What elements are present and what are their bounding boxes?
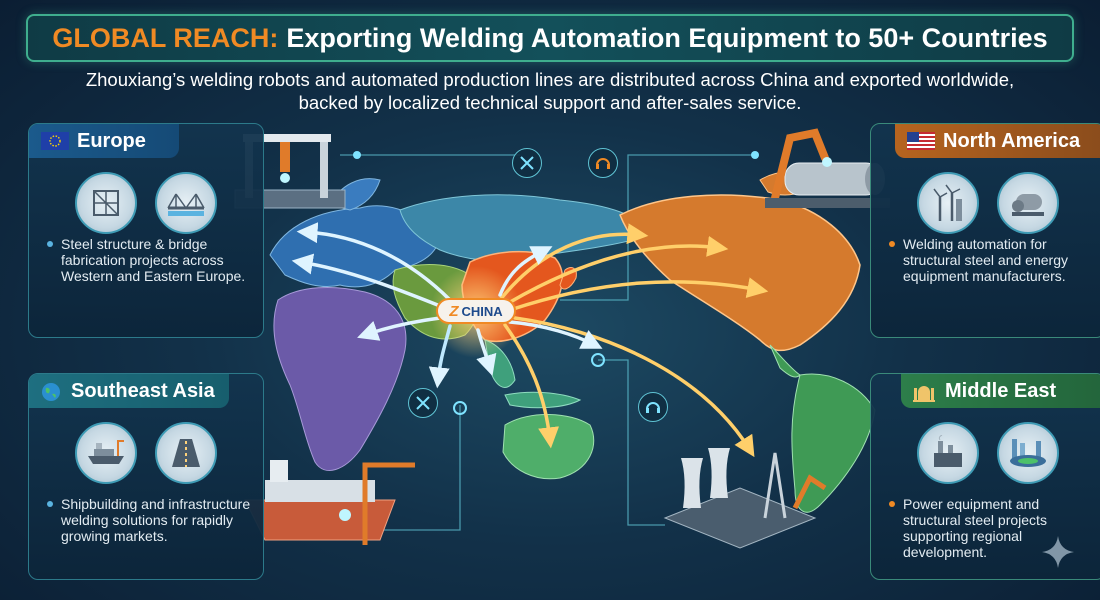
pressure-vessel-icon (997, 172, 1059, 234)
bridge-icon (155, 172, 217, 234)
highway-icon (155, 422, 217, 484)
region-header-southeast-asia: Southeast Asia (29, 374, 229, 408)
russia-landmass (399, 194, 651, 262)
power-plant-icon (917, 422, 979, 484)
region-header-europe: Europe (29, 124, 179, 158)
region-icons-middle-east (871, 422, 1100, 484)
region-text-southeast-asia: Shipbuilding and infrastructure welding … (47, 496, 253, 544)
bullet-dot (47, 501, 53, 507)
region-text-north-america: Welding automation for structural steel … (889, 236, 1095, 284)
region-title-north-america: North America (943, 129, 1081, 152)
region-header-middle-east: Middle East (901, 374, 1100, 408)
region-title-europe: Europe (77, 129, 146, 152)
region-text-europe: Steel structure & bridge fabrication pro… (47, 236, 253, 284)
us-flag-icon (907, 132, 935, 150)
support-headset-icon-2 (638, 392, 668, 422)
power-plant-illustration (663, 448, 827, 549)
bullet-dot (889, 501, 895, 507)
title-banner: GLOBAL REACH: Exporting Welding Automati… (26, 14, 1074, 62)
north-america-landmass (619, 194, 861, 352)
subtitle-line-2: backed by localized technical support an… (298, 92, 802, 113)
subtitle-line-1: Zhouxiang’s welding robots and automated… (85, 69, 1015, 90)
zhouxiang-logo-icon: Z (449, 302, 459, 320)
subtitle: Zhouxiang’s welding robots and automated… (20, 68, 1080, 114)
support-headset-icon (588, 148, 618, 178)
region-icons-southeast-asia (29, 422, 263, 484)
region-panel-europe: Europe Steel structure & bridge fabricat… (28, 123, 264, 338)
bullet-dot (889, 241, 895, 247)
mosque-icon (913, 382, 937, 402)
region-desc-southeast-asia: Shipbuilding and infrastructure welding … (61, 496, 251, 544)
connector-lines (265, 154, 755, 531)
region-title-middle-east: Middle East (945, 379, 1057, 402)
china-hub-label: Z CHINA (436, 298, 516, 324)
shipyard-illustration (244, 460, 415, 545)
region-desc-north-america: Welding automation for structural steel … (903, 236, 1068, 284)
africa-landmass (273, 286, 407, 471)
eu-flag-icon (41, 132, 69, 150)
steel-frame-icon (75, 172, 137, 234)
tools-icon-2 (408, 388, 438, 418)
bullet-dot (47, 241, 53, 247)
region-icons-europe (29, 172, 263, 234)
globe-icon (41, 382, 63, 401)
region-desc-europe: Steel structure & bridge fabrication pro… (61, 236, 246, 284)
export-arrows (291, 222, 769, 458)
title-highlight: GLOBAL REACH: (52, 22, 279, 53)
region-title-southeast-asia: Southeast Asia (71, 379, 215, 402)
china-label-text: CHINA (461, 303, 503, 319)
region-text-middle-east: Power equipment and structural steel pro… (889, 496, 1095, 560)
wind-turbine-icon (917, 172, 979, 234)
tools-icon (512, 148, 542, 178)
sparkle-icon (1042, 536, 1074, 568)
region-header-north-america: North America (895, 124, 1100, 158)
region-panel-north-america: North America Welding automation for str… (870, 123, 1100, 338)
region-icons-north-america (871, 172, 1100, 234)
ship-icon (75, 422, 137, 484)
region-desc-middle-east: Power equipment and structural steel pro… (903, 496, 1047, 560)
stadium-icon (997, 422, 1059, 484)
region-panel-southeast-asia: Southeast Asia Shipbuilding and infrastr… (28, 373, 264, 580)
page-title: Exporting Welding Automation Equipment t… (286, 22, 1048, 53)
